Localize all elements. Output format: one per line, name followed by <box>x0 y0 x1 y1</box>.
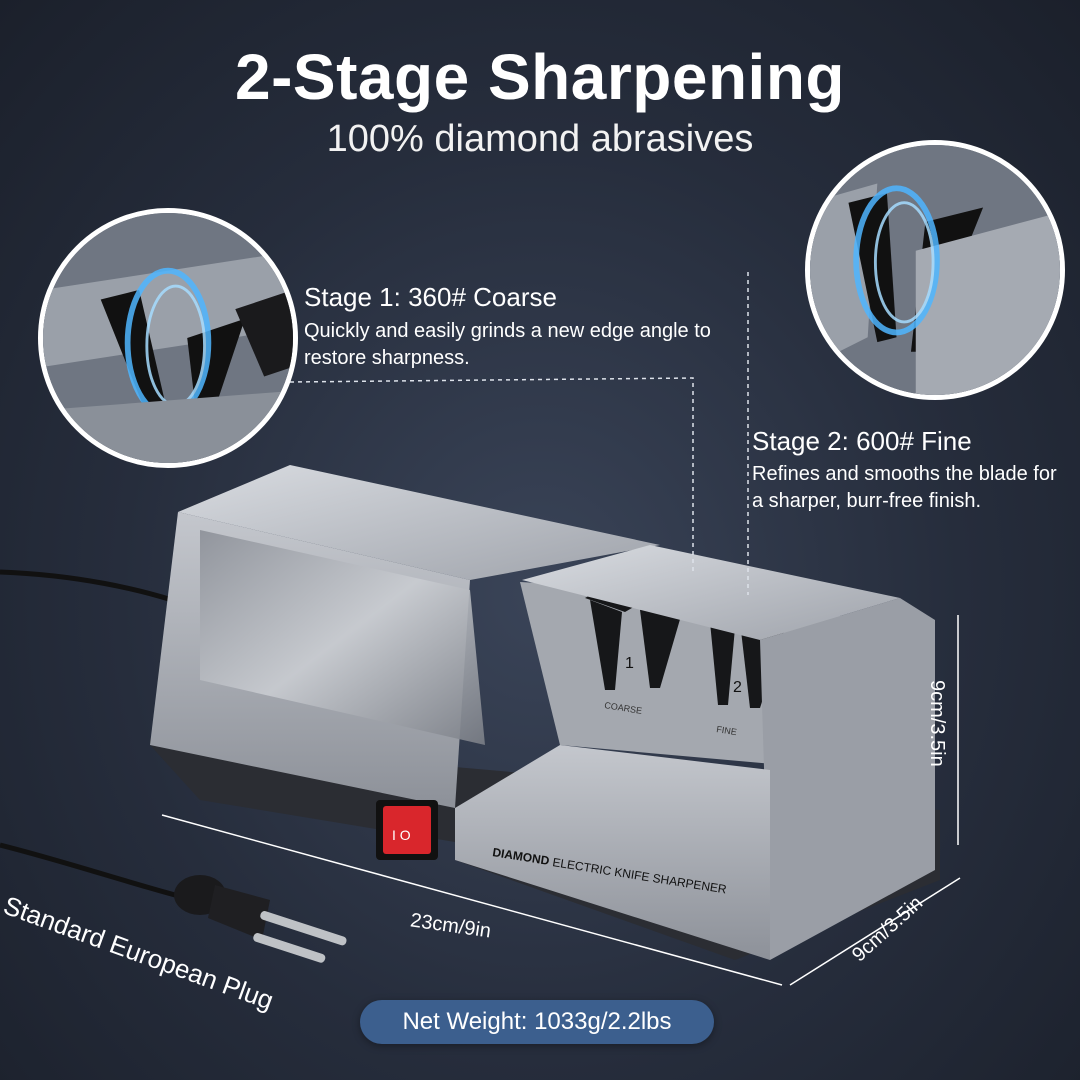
length-dimension-label: 23cm/9in <box>408 909 493 943</box>
product-name-label: ELECTRIC KNIFE SHARPENER <box>552 855 728 896</box>
slot-label-coarse: COARSE <box>604 700 643 716</box>
stage1-description: Quickly and easily grinds a new edge ang… <box>304 320 711 369</box>
page-subtitle: 100% diamond abrasives <box>326 118 754 160</box>
page-title: 2-Stage Sharpening <box>235 41 845 113</box>
grinding-wheel-icon <box>853 185 940 336</box>
stage2-title: Stage 2: 600# Fine <box>752 426 972 456</box>
power-switch-icon <box>376 800 438 860</box>
stage2-zoom-circle <box>805 140 1065 400</box>
depth-dimension-label: 9cm/3.5in <box>848 891 928 967</box>
slot-number-1: 1 <box>625 655 634 672</box>
switch-label: I O <box>392 827 411 843</box>
net-weight-text: Net Weight: 1033g/2.2lbs <box>402 1008 672 1035</box>
slot-number-2: 2 <box>733 679 742 696</box>
slot-label-fine: FINE <box>716 724 738 737</box>
european-plug-icon <box>174 875 347 963</box>
stage1-zoom-circle <box>38 208 298 468</box>
plug-label: Standard European Plug <box>0 890 278 1016</box>
stage2-description: Refines and smooths the blade for a shar… <box>752 463 1057 512</box>
net-weight-badge: Net Weight: 1033g/2.2lbs <box>360 1000 714 1044</box>
height-dimension-label: 9cm/3.5in <box>926 680 948 767</box>
stage1-title: Stage 1: 360# Coarse <box>304 282 557 312</box>
brand-label: DIAMOND <box>492 845 551 868</box>
